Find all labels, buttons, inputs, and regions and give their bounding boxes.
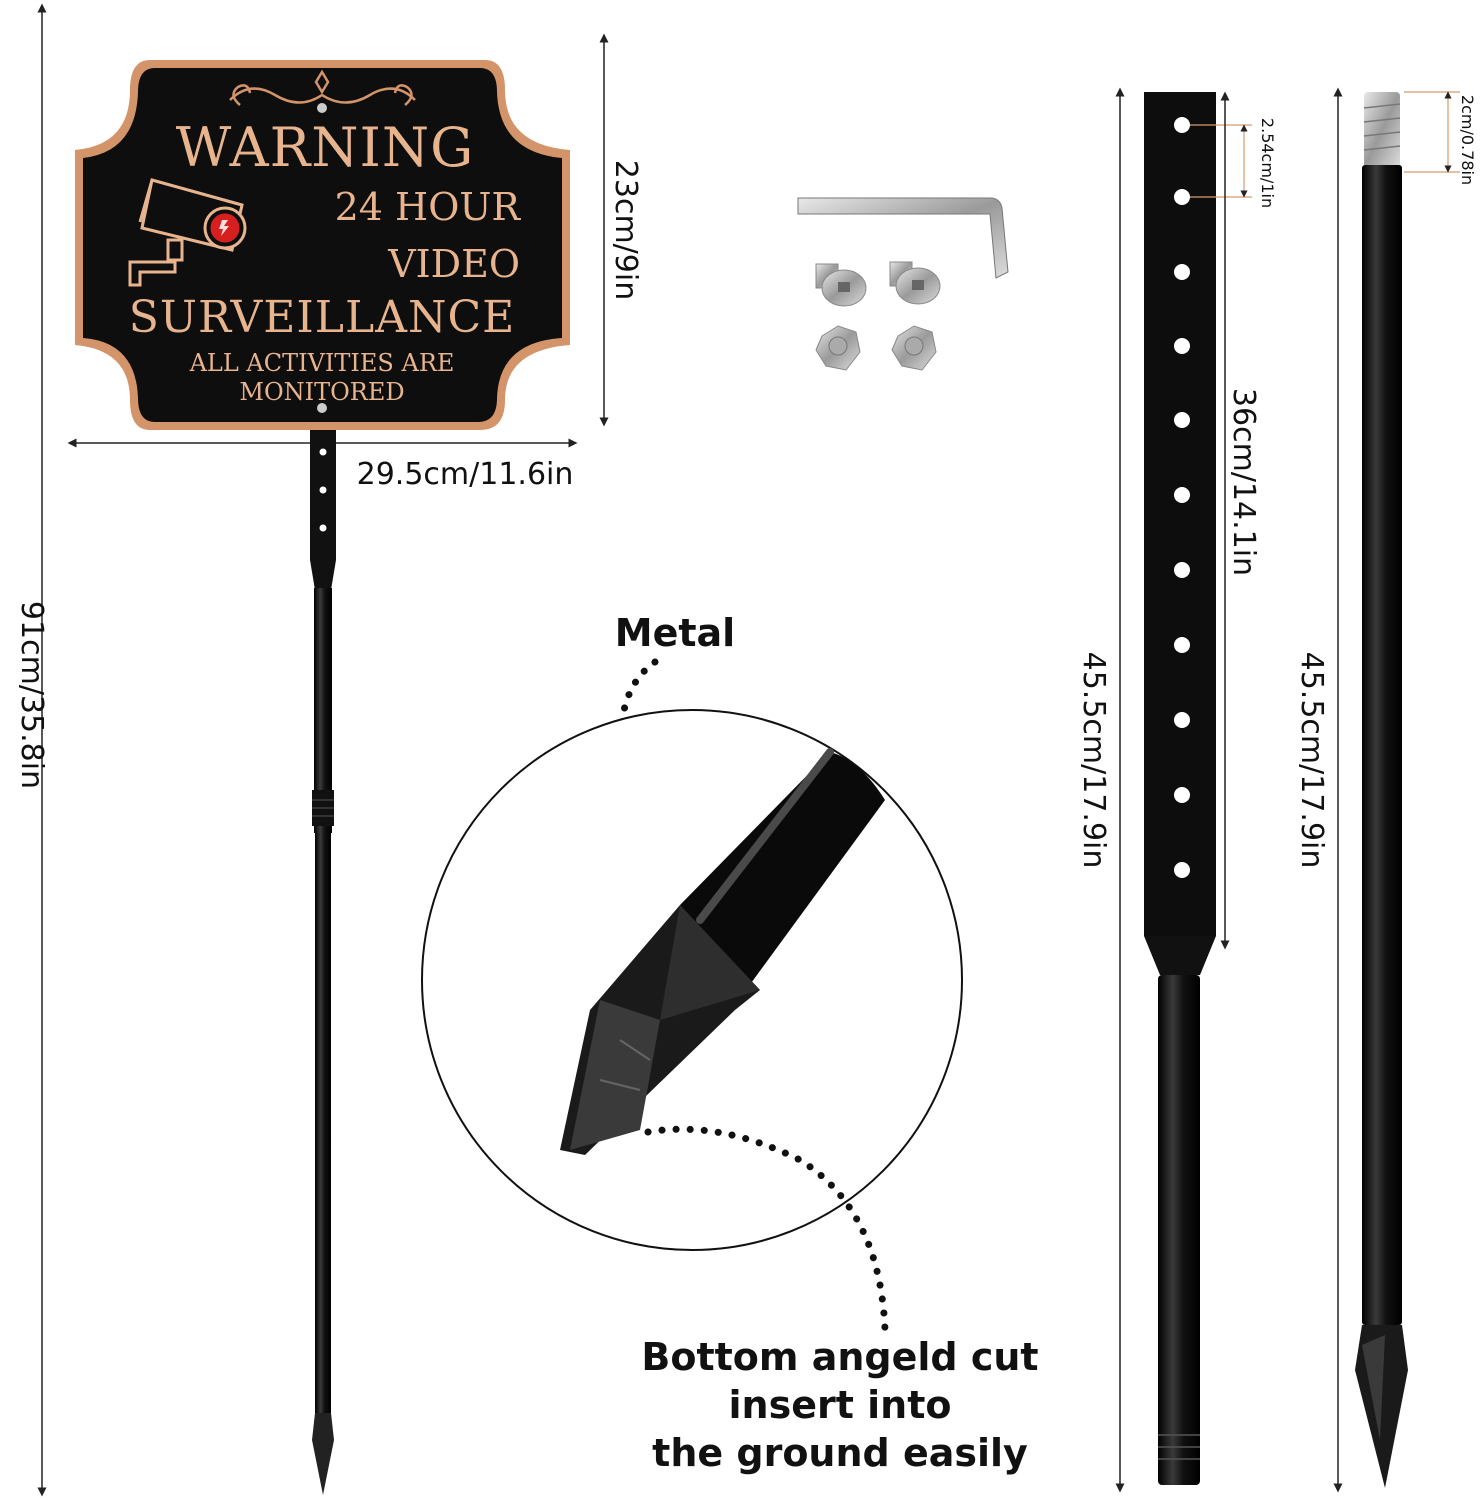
ornament-flourish	[229, 69, 416, 106]
hole-section-label: 36cm/14.1in	[1226, 388, 1261, 576]
sign-line-monitored: MONITORED	[239, 378, 404, 406]
tip-callout-line2: insert into	[729, 1383, 952, 1427]
bolt-2	[889, 261, 941, 305]
connector-label: 2cm/0.78in	[1458, 95, 1477, 185]
tip-pointer	[644, 1125, 889, 1334]
sign-width-dimension: 29.5cm/11.6in	[67, 438, 578, 492]
hardware-kit	[797, 197, 1009, 371]
stake-holes	[1174, 117, 1190, 878]
warning-sign: WARNING 24 HOUR VIDEO SURVEILLANCE ALL A…	[75, 60, 570, 430]
sign-line-video: VIDEO	[387, 242, 520, 286]
upper-stake-rod	[1158, 975, 1200, 1485]
assembled-stake	[310, 430, 336, 1495]
connector-dimension: 2cm/0.78in	[1404, 91, 1477, 185]
sign-screw-top	[317, 103, 327, 113]
magnified-spike	[560, 748, 885, 1155]
sign-height-label: 23cm/9in	[608, 160, 643, 300]
sign-height-dimension: 23cm/9in	[599, 33, 643, 427]
tip-callout-line1: Bottom angeld cut	[641, 1335, 1038, 1379]
lower-stake-length-label: 45.5cm/17.9in	[1294, 652, 1329, 869]
tip-magnifier: Metal Bottom angeld cut insert into the …	[421, 611, 1039, 1475]
sign-line-activities: ALL ACTIVITIES ARE	[189, 349, 455, 377]
upper-stake-length-label: 45.5cm/17.9in	[1076, 652, 1111, 869]
total-height-dimension: 91cm/35.8in	[14, 3, 49, 1497]
upper-stake-section: 45.5cm/17.9in 2.54cm/1in	[1076, 87, 1277, 1493]
sign-width-label: 29.5cm/11.6in	[357, 457, 574, 492]
sign-line-24hour: 24 HOUR	[335, 185, 522, 229]
cap-nut-2	[891, 325, 937, 371]
upper-stake-flat	[1144, 92, 1216, 936]
bolt-1	[815, 263, 867, 307]
lower-stake-rod	[1362, 165, 1402, 1325]
sign-body	[83, 68, 562, 422]
camera-icon	[128, 178, 247, 287]
hole-spacing-label: 2.54cm/1in	[1258, 118, 1277, 208]
sign-title: WARNING	[176, 116, 474, 179]
sign-line-surveillance: SURVEILLANCE	[129, 292, 516, 343]
lower-stake-section: 45.5cm/17.9in 2cm/0.78in	[1294, 87, 1477, 1493]
cap-nut-1	[815, 325, 861, 371]
sign-screw-bottom	[317, 403, 327, 413]
hex-key	[797, 197, 1009, 279]
total-height-label: 91cm/35.8in	[14, 601, 49, 789]
hole-section-dimension: 36cm/14.1in	[1220, 91, 1261, 950]
material-callout: Metal	[615, 611, 735, 655]
tip-callout-line3: the ground easily	[652, 1431, 1028, 1475]
connector-thread	[1364, 92, 1400, 168]
